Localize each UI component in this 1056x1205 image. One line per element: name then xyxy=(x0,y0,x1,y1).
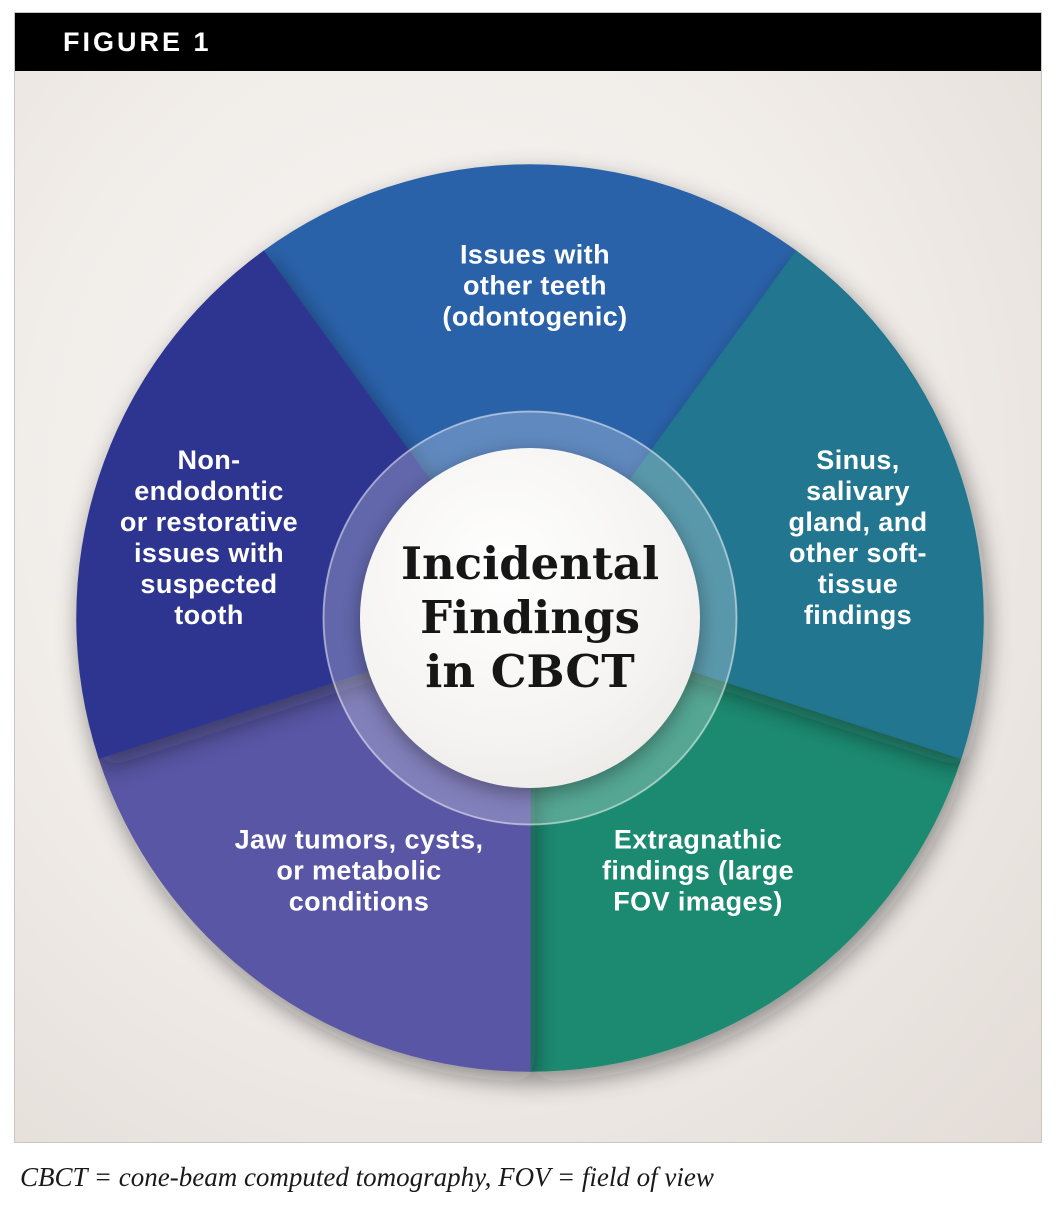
figure-frame: FIGURE 1 xyxy=(14,12,1042,1143)
label-sinus-soft-tissue: Sinus, salivary gland, and other soft- t… xyxy=(788,445,928,630)
incidental-findings-wheel xyxy=(76,164,984,1072)
figure-canvas: Issues with other teeth (odontogenic) Si… xyxy=(15,71,1041,1142)
label-issues-other-teeth: Issues with other teeth (odontogenic) xyxy=(442,239,628,332)
inner-ring xyxy=(323,411,737,825)
figure-header: FIGURE 1 xyxy=(15,13,1041,71)
center-circle xyxy=(360,448,700,788)
inner-ring-highlight xyxy=(322,410,738,826)
label-jaw-tumors: Jaw tumors, cysts, or metabolic conditio… xyxy=(234,824,484,917)
label-non-endodontic: Non- endodontic or restorative issues wi… xyxy=(119,445,299,630)
center-title: Incidental Findings in CBCT xyxy=(400,537,660,698)
figure-label: FIGURE 1 xyxy=(63,26,212,57)
segment-issues-other-teeth xyxy=(262,164,798,620)
label-extragnathic: Extragnathic findings (large FOV images) xyxy=(601,824,795,917)
figure-caption: CBCT = cone-beam computed tomography, FO… xyxy=(20,1162,714,1192)
